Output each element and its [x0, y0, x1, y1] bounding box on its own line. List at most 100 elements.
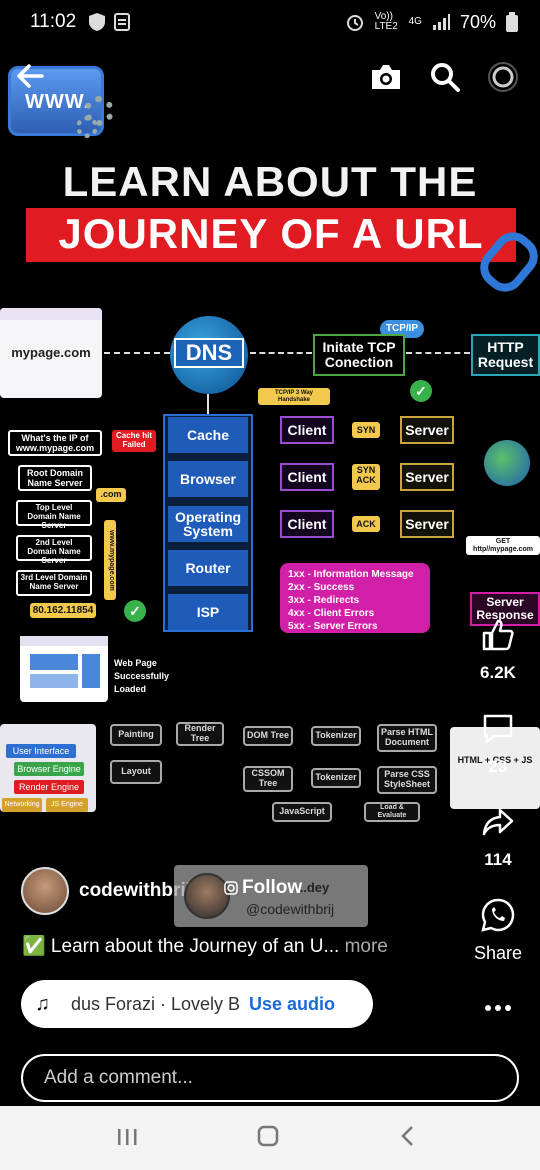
signal-label: 4G: [408, 16, 422, 27]
server-box: Server: [400, 510, 454, 538]
cache-hit-label: Cache hit Failed: [112, 430, 156, 452]
ip-address: 80.162.11854: [30, 603, 96, 618]
back-nav-button[interactable]: [388, 1124, 428, 1152]
thumbs-up-icon: [482, 619, 514, 651]
more-dots-icon: [485, 1005, 511, 1011]
url-text: mypage.com: [11, 345, 91, 360]
gear-icon: [76, 116, 98, 138]
chevron-left-icon: [401, 1126, 413, 1146]
reshare-button[interactable]: [480, 804, 516, 840]
search-button[interactable]: [428, 60, 464, 96]
layout-node: Layout: [110, 760, 162, 784]
status-code-3xx: 3xx - Redirects: [288, 595, 360, 606]
battery-icon: [506, 12, 518, 32]
search-icon: [431, 63, 460, 92]
system-nav-bar: [0, 1106, 540, 1170]
caption-more-link[interactable]: more: [344, 936, 388, 957]
engine-browser: Browser Engine: [14, 762, 84, 776]
engine-js: JS Engine: [46, 798, 88, 812]
ack-label: ACK: [352, 516, 380, 532]
parse-html-node: Parse HTML Document: [377, 724, 437, 752]
server-response-box: Server Response: [470, 592, 540, 626]
follow-button[interactable]: Follow: [224, 877, 302, 899]
logo-text: WWW.: [25, 91, 91, 113]
follow-avatar: [184, 873, 230, 919]
follow-label: Follow: [242, 877, 303, 898]
painting-node: Painting: [110, 724, 162, 746]
cssom-tree-node: CSSOM Tree: [243, 766, 293, 792]
signal-icon: [432, 14, 450, 30]
use-audio-button[interactable]: Use audio: [249, 993, 336, 1014]
connector: [250, 352, 312, 354]
caption[interactable]: ✅ Learn about the Journey of an U... mor…: [22, 934, 442, 958]
share-count: 114: [484, 850, 512, 869]
music-note-icon: ♫: [35, 992, 50, 1015]
alarm-icon: [346, 15, 363, 31]
loaded-label: Web Page Successfully Loaded: [114, 658, 170, 694]
dom-tree-node: DOM Tree: [243, 726, 293, 746]
stack-os: Operating System: [168, 506, 248, 542]
tld-box: Top Level Domain Name Server: [16, 500, 92, 529]
connector: [104, 352, 170, 354]
comment-icon: [483, 714, 513, 744]
engine-render: Render Engine: [14, 780, 84, 794]
url-box: mypage.com: [0, 308, 102, 398]
tcp-tag: TCP/IP: [380, 320, 424, 338]
html-css-js-label: HTML + CSS + JS: [457, 755, 533, 765]
comment-count: 23: [488, 757, 508, 776]
browser-engines: User Interface Browser Engine Render Eng…: [0, 724, 96, 812]
battery-percent: 70%: [459, 11, 496, 32]
recents-icon: [118, 1129, 137, 1145]
like-button[interactable]: [480, 617, 516, 653]
parse-css-node: Parse CSS StyleSheet: [377, 766, 437, 794]
follow-card-name: ...dey: [296, 880, 330, 895]
profile-button[interactable]: [486, 60, 522, 96]
shield-icon: [89, 13, 106, 31]
author-username[interactable]: codewithbrij: [79, 880, 191, 901]
handshake-label: TCP/IP 3 Way Handshake: [258, 388, 330, 406]
syn-label: SYN: [352, 422, 380, 438]
http-request-box: HTTP Request: [471, 334, 540, 376]
status-bar: 11:02 Vo)) LTE2 4G 70%: [0, 0, 540, 44]
client-box: Client: [280, 510, 334, 538]
share-arrow-icon: [482, 808, 514, 836]
network-label: Vo)) LTE2: [374, 11, 398, 32]
tokenizer-node: Tokenizer: [311, 726, 361, 746]
reel-title-line1: LEARN ABOUT THE: [62, 158, 478, 205]
author-avatar[interactable]: [21, 867, 69, 915]
title-highlight: [26, 208, 516, 262]
recents-button[interactable]: [107, 1124, 147, 1152]
whats-ip-box: What's the IP of www.mypage.com: [8, 430, 102, 456]
status-code-2xx: 2xx - Success: [288, 582, 355, 593]
engine-networking: Networking: [2, 798, 42, 812]
comment-input[interactable]: Add a comment...: [21, 1054, 519, 1102]
javascript-node: JavaScript: [272, 802, 332, 822]
dot-com-label: .com: [96, 488, 126, 502]
audio-pill[interactable]: ♫ dus Forazi · Lovely Boy Use audio: [21, 980, 373, 1028]
stack-router: Router: [168, 550, 248, 586]
client-box: Client: [280, 463, 334, 491]
connector: [406, 352, 470, 354]
back-button[interactable]: [14, 60, 50, 96]
syn-ack-label: SYN ACK: [352, 464, 380, 490]
comment-button[interactable]: [480, 710, 516, 746]
status-code-4xx: 4xx - Client Errors: [288, 608, 375, 619]
whatsapp-icon: [481, 898, 515, 932]
whatsapp-share-button[interactable]: [480, 897, 516, 933]
home-button[interactable]: [248, 1124, 288, 1152]
notes-icon: [114, 13, 131, 31]
follow-handle: @codewithbrij: [246, 901, 335, 917]
third-level-box: 3rd Level Domain Name Server: [16, 570, 92, 596]
second-level-box: 2nd Level Domain Name Server: [16, 535, 92, 564]
gear-icon: [84, 96, 114, 126]
share-label: Share: [473, 943, 523, 963]
camera-button[interactable]: [369, 60, 405, 96]
load-evaluate-node: Load & Evaluate: [364, 802, 420, 822]
profile-ring-icon: [488, 62, 518, 92]
dns-label: DNS: [174, 338, 244, 368]
like-count: 6.2K: [480, 663, 516, 682]
check-icon: ✓: [410, 380, 432, 402]
server-box: Server: [400, 416, 454, 444]
more-button[interactable]: [480, 990, 516, 1026]
arrow-left-icon: [17, 64, 44, 88]
